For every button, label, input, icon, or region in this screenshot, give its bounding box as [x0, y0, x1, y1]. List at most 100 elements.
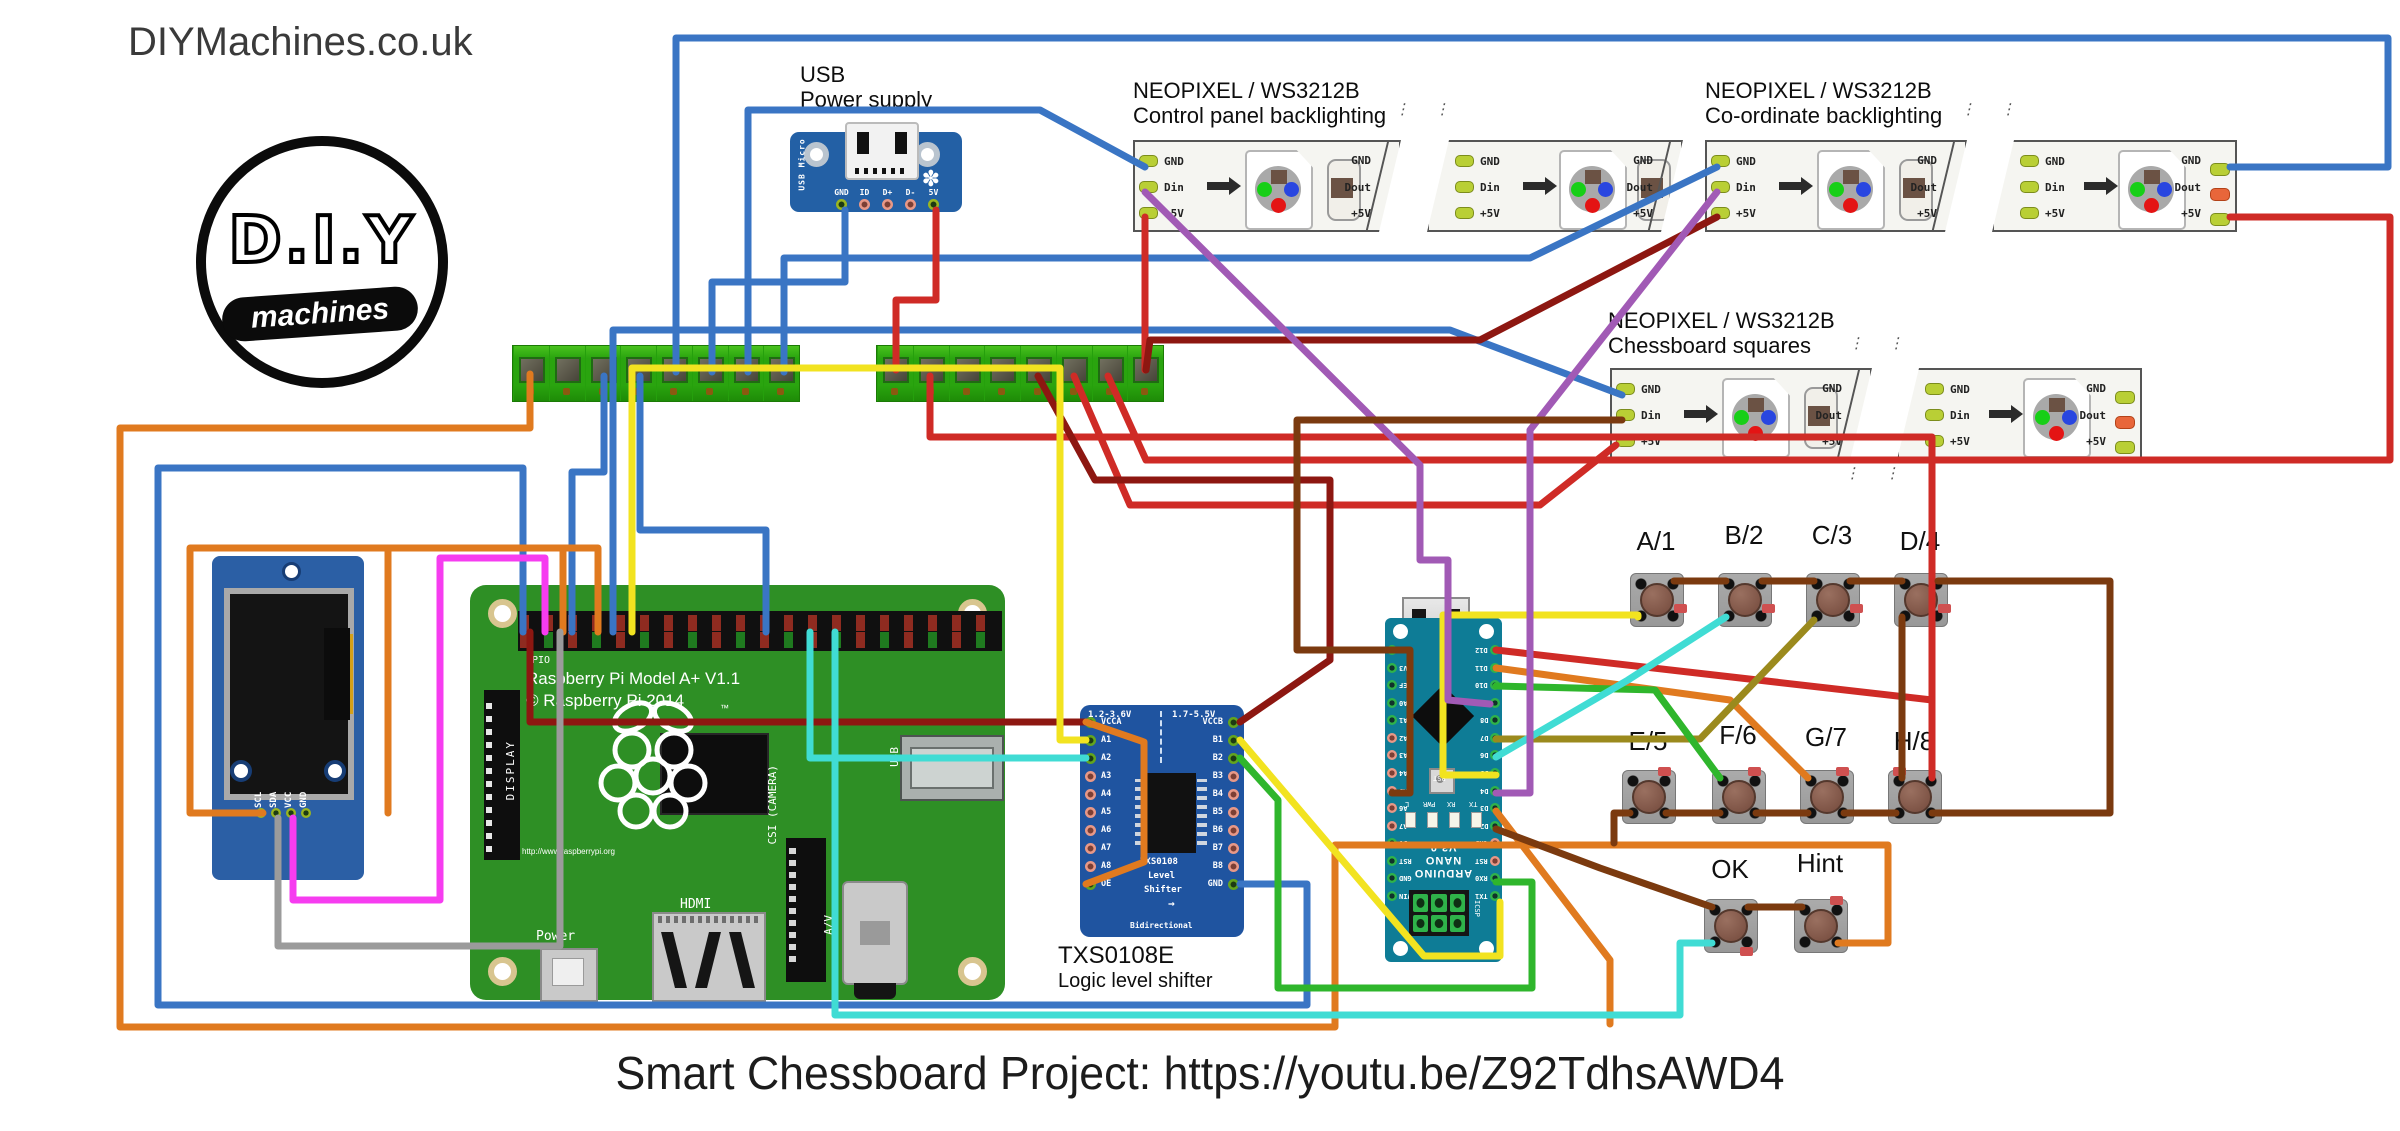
arrow-right-icon [1779, 182, 1801, 190]
txs-label: TXS0108E Logic level shifter [1058, 942, 1213, 993]
led-icon [1449, 812, 1460, 828]
txs-pin: B2 [1203, 752, 1239, 764]
pad-icon [2115, 441, 2135, 454]
rgb-led-icon [1559, 150, 1627, 230]
pad-icon [1490, 680, 1500, 691]
pad-icon [1387, 767, 1397, 778]
pad-icon [1085, 824, 1096, 836]
rst-label: RST [1433, 774, 1446, 782]
button-d4-label: D/4 [1899, 526, 1941, 556]
button-b2-label: B/2 [1724, 520, 1764, 550]
continuation-dots-icon: ⋮ ⋮ [1844, 464, 1913, 482]
group3-title: NEOPIXEL / WS3212B [1608, 308, 1835, 333]
pad-icon [1387, 890, 1397, 901]
pad-icon [1387, 697, 1397, 708]
txs-pin: VCCA [1085, 716, 1121, 728]
led-icon [1405, 812, 1416, 828]
neopixel-pin: Din [1711, 180, 1756, 194]
arrow-right-icon [1523, 182, 1545, 190]
display-connector: DISPLAY [484, 690, 520, 860]
txs-pin: A5 [1085, 806, 1121, 818]
hdmi-port [652, 912, 766, 1002]
pad-icon [836, 199, 847, 210]
hdmi-label: HDMI [680, 897, 712, 912]
micro-usb-connector [845, 122, 919, 180]
nano-pin: A4 [1387, 767, 1412, 778]
neopixel-pin-label: GND [1633, 154, 1653, 167]
pad-icon [1925, 383, 1944, 395]
neopixel-pin: +5V [1616, 434, 1661, 448]
neopixel-pin-label: +5V [1633, 207, 1653, 220]
neopixel-pin-label: GND [2086, 382, 2106, 395]
pad-icon [1490, 750, 1500, 761]
neopixel-pin: GND [1616, 382, 1661, 396]
button-cap-icon [1722, 780, 1756, 814]
continuation-dots-icon: ⋮ ⋮ [1960, 100, 2029, 118]
pad-icon [2210, 163, 2230, 176]
neopixel-pin: +5V [1711, 206, 1756, 220]
pad-icon [1228, 734, 1239, 746]
neopixel-pin: GND [1925, 382, 1970, 396]
pad-icon [271, 808, 281, 818]
display-label: DISPLAY [504, 740, 517, 801]
neopixel-pin-label: Dout [1815, 408, 1842, 422]
terminal-cell [763, 346, 799, 401]
neopixel-pin-label: +5V [1822, 435, 1842, 448]
neopixel-group1-label: NEOPIXEL / WS3212B Control panel backlig… [1133, 78, 1386, 128]
terminal-cell [691, 346, 728, 401]
mount-hole-icon [488, 957, 517, 986]
neopixel-pin-label: +5V [1917, 207, 1937, 220]
pad-icon [1490, 855, 1500, 866]
group2-subtitle: Co-ordinate backlighting [1705, 103, 1943, 128]
button-h8-label: H/8 [1893, 726, 1935, 756]
mount-hole-icon [1479, 624, 1494, 639]
voltage-divider-line [1160, 711, 1162, 763]
button-tab-icon [1893, 767, 1906, 776]
neopixel-pin-label: Dout [2079, 408, 2107, 422]
neopixel-pin-label: Dout [2174, 180, 2202, 194]
terminal-cell [984, 346, 1020, 401]
terminal-cell [513, 346, 549, 401]
pad-icon [2115, 391, 2135, 404]
continuation-dots-icon: ⋮ ⋮ [1394, 100, 1463, 118]
neopixel-pin: GND [1139, 154, 1184, 168]
neopixel-pin-label: +5V [2086, 435, 2106, 448]
button-tab-icon [1830, 896, 1843, 905]
terminal-cell [656, 346, 692, 401]
nano-pin: D11 [1475, 662, 1500, 673]
nano-pin: A3 [1387, 750, 1412, 761]
terminal-cell [1091, 346, 1128, 401]
pad-icon [1085, 806, 1096, 818]
nano-pin: D10 [1475, 680, 1500, 691]
pad-icon [1085, 752, 1096, 764]
pad-icon [1387, 855, 1397, 866]
pad-icon [1387, 750, 1397, 761]
terminal-cell [1020, 346, 1056, 401]
pad-icon [1616, 383, 1635, 395]
pad-icon [1711, 155, 1730, 167]
chip-text2: Level [1148, 871, 1176, 881]
pad-icon [1387, 873, 1397, 884]
neopixel-pin: GND [1455, 154, 1500, 168]
txs-pin: B8 [1203, 860, 1239, 872]
usb-micro-text: USB Micro [797, 138, 807, 191]
pad-icon [905, 199, 916, 210]
txs-pin: OE [1085, 878, 1121, 890]
terminal-cell [1127, 346, 1163, 401]
raspberry-logo-icon [598, 700, 708, 830]
brand-line3: V3.0 [1429, 841, 1457, 853]
neopixel-pin: Din [2020, 180, 2065, 194]
neopixel-group3-label: NEOPIXEL / WS3212B Chessboard squares [1608, 308, 1835, 358]
mount-hole-icon [282, 562, 301, 581]
neopixel-pin-label: GND [2181, 154, 2201, 167]
button-tab-icon [1658, 767, 1671, 776]
nano-pin: D6 [1475, 750, 1500, 761]
usb-pads [836, 199, 939, 210]
button-tab-icon [1748, 767, 1761, 776]
terminal-cell [912, 346, 949, 401]
power-label: Power [536, 929, 576, 944]
gpio-header [518, 611, 1002, 651]
